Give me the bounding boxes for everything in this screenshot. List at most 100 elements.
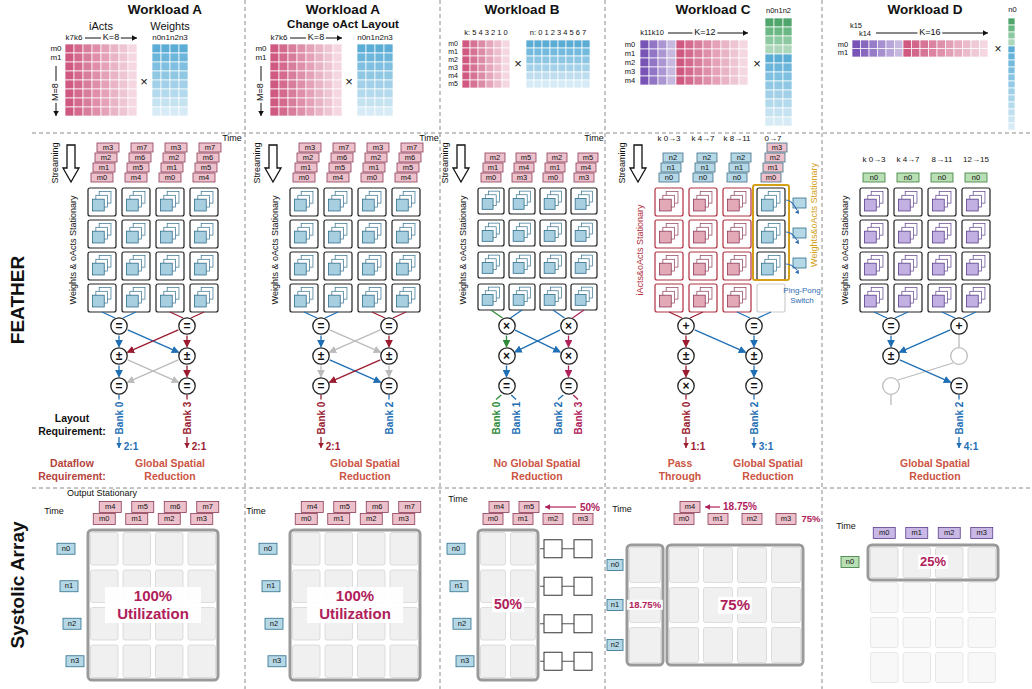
matrix-cell — [558, 40, 566, 48]
operator-symbol: ± — [745, 347, 763, 365]
data-tile — [450, 581, 468, 592]
label: m5 — [201, 163, 211, 171]
matrix-cell — [297, 53, 306, 62]
pe-cell — [704, 628, 733, 663]
pe-tile — [126, 295, 138, 307]
label: n0 — [264, 545, 272, 553]
operator-node: = — [110, 377, 128, 395]
label: Weights — [150, 20, 190, 32]
node-circle — [179, 348, 195, 364]
matrix-cell — [357, 89, 366, 98]
data-tile — [295, 514, 317, 525]
operator-symbol: × — [498, 317, 516, 335]
label: Streaming — [441, 142, 451, 183]
pe-tile — [328, 263, 340, 275]
matrix-cell — [765, 108, 774, 117]
matrix-cell — [279, 62, 288, 71]
matrix-cell — [937, 49, 946, 58]
wire — [540, 623, 544, 624]
matrix-cell — [765, 45, 774, 54]
node-circle — [498, 348, 514, 364]
stream-tile — [159, 173, 181, 182]
stationary-frame — [753, 185, 789, 280]
label: m1 — [768, 163, 778, 171]
stream-tile — [299, 143, 321, 152]
stream-tile — [729, 163, 749, 172]
pe-box — [324, 188, 352, 216]
matrix-cell — [765, 18, 774, 27]
pe-tile — [898, 231, 910, 243]
stream-tile — [576, 163, 596, 172]
node-circle — [678, 318, 694, 334]
matrix-cell — [703, 76, 712, 85]
pe-box — [723, 252, 751, 280]
connector — [118, 336, 119, 347]
reduction-wire — [942, 312, 955, 318]
pe-cell — [871, 583, 899, 613]
pe-tile — [328, 231, 340, 243]
pe-tile — [544, 198, 555, 209]
label: m7 — [137, 143, 147, 151]
pe-box — [358, 188, 386, 216]
matrix-cell — [324, 107, 333, 116]
wire — [562, 623, 574, 624]
label: m0 — [301, 515, 311, 523]
pe-box — [190, 252, 218, 280]
stream-tile — [931, 173, 953, 182]
node-circle — [746, 378, 762, 394]
arrow-head — [53, 111, 59, 116]
matrix-cell — [179, 107, 188, 116]
pe-cell — [968, 653, 996, 683]
matrix-cell — [152, 89, 161, 98]
node-circle — [381, 348, 397, 364]
matrix-cell — [912, 49, 921, 58]
matrix-cell — [119, 80, 128, 89]
matrix-cell — [1008, 53, 1015, 60]
label: m1 — [488, 163, 498, 171]
data-tile — [489, 502, 509, 513]
node-circle — [678, 378, 694, 394]
matrix-cell — [694, 67, 703, 76]
pe-box — [655, 284, 683, 312]
pe-cell — [574, 615, 592, 633]
matrix-cell — [685, 58, 694, 67]
matrix-cell — [494, 56, 502, 64]
matrix-cell — [534, 64, 542, 72]
stream-tile — [165, 143, 187, 152]
pe-box — [290, 220, 318, 248]
pe-cell — [91, 533, 119, 566]
label: m3 — [171, 143, 181, 151]
label: Time — [222, 134, 242, 144]
stream-tile — [129, 153, 151, 162]
pe-box — [962, 188, 990, 216]
matrix-cell — [1008, 81, 1015, 88]
pe-cell — [293, 533, 321, 566]
label: m1 — [132, 515, 142, 523]
label: m0 — [766, 173, 776, 181]
matrix-cell — [270, 98, 279, 107]
data-tile — [63, 618, 81, 629]
label: Weights & oActs Stationary — [841, 196, 851, 305]
pe-box — [894, 188, 922, 216]
operator-node: = — [178, 377, 196, 395]
pe-box — [392, 188, 420, 216]
operator-node: = — [950, 377, 968, 395]
label: Bank 0 — [114, 402, 125, 435]
pe-cell — [871, 618, 899, 648]
matrix-cell — [366, 107, 375, 116]
matrix-cell — [739, 58, 748, 67]
matrix-cell — [333, 53, 342, 62]
label: n3 — [71, 657, 79, 665]
matrix-cell — [783, 99, 792, 108]
matrix-cell — [574, 64, 582, 72]
matrix-cell — [980, 49, 989, 58]
label: m6 — [170, 503, 180, 511]
label: m4 — [401, 173, 411, 181]
data-tile — [483, 514, 503, 525]
matrix-cell — [685, 76, 694, 85]
label: Weights & oActs Stationary — [69, 196, 79, 305]
label: Bank 2 — [384, 402, 395, 435]
matrix-cell — [685, 49, 694, 58]
pe-box — [88, 252, 116, 280]
